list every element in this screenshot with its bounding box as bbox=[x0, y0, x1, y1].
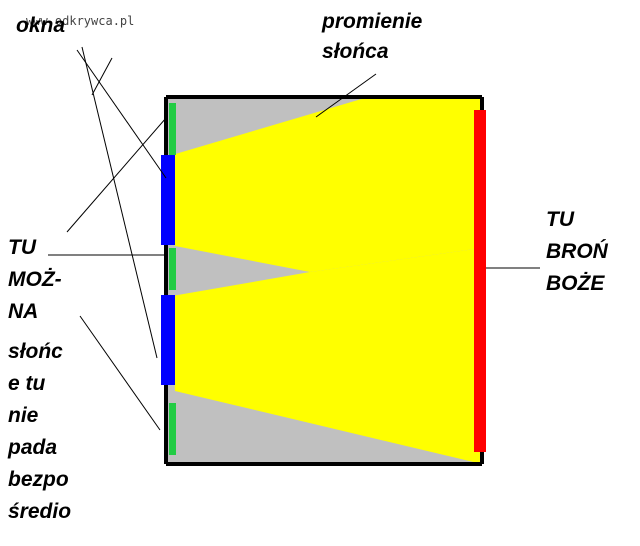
label-allowed-1: TU bbox=[8, 236, 36, 259]
label-forbidden-2: BROŃ bbox=[546, 240, 608, 263]
label-indirect-6: średio bbox=[8, 500, 72, 523]
sun-beam-lower bbox=[172, 248, 482, 464]
label-okna: okna bbox=[16, 14, 66, 37]
label-allowed-3: NA bbox=[8, 300, 39, 323]
label-sun-rays-1: promienie bbox=[322, 10, 423, 33]
pointer-okna-tick bbox=[91, 57, 113, 96]
pointer-okna-lower bbox=[81, 46, 158, 359]
label-allowed-2: MOŻ- bbox=[8, 268, 62, 291]
label-indirect-1: słońc bbox=[8, 340, 63, 363]
label-indirect-3: nie bbox=[8, 404, 39, 427]
label-sun-rays-2: słońca bbox=[322, 40, 389, 63]
allowed-zone-top bbox=[169, 103, 176, 155]
annotation-lines bbox=[48, 46, 540, 431]
pointer-allowed-top bbox=[66, 117, 167, 233]
label-indirect-5: bezpo bbox=[8, 468, 69, 491]
pointer-okna-upper bbox=[76, 49, 167, 179]
label-indirect-4: pada bbox=[8, 436, 58, 459]
window-lower bbox=[161, 295, 175, 385]
watermark-text: www.odkrywca.pl bbox=[26, 14, 135, 28]
allowed-zone-middle bbox=[169, 248, 176, 290]
pointer-allowed-bottom bbox=[79, 315, 161, 431]
forbidden-zone bbox=[474, 110, 486, 452]
window-upper bbox=[161, 155, 175, 245]
pointer-sun-rays bbox=[315, 73, 377, 118]
allowed-zone-bottom bbox=[169, 403, 176, 455]
label-forbidden-1: TU bbox=[546, 208, 574, 231]
sun-beam-upper bbox=[172, 95, 482, 272]
label-forbidden-3: BOŻE bbox=[546, 272, 605, 295]
label-indirect-2: e tu bbox=[8, 372, 46, 395]
